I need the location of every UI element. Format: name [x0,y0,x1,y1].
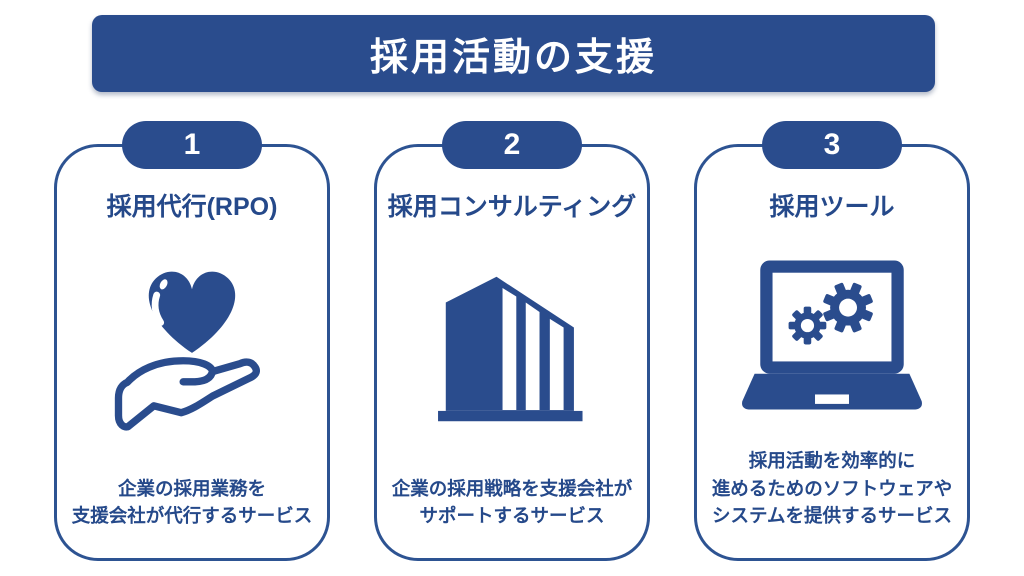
card-title-consulting: 採用コンサルティング [387,193,637,221]
card-description-rpo: 企業の採用業務を 支援会社が代行するサービス [71,477,313,527]
card-description-consulting: 企業の採用戦略を支援会社が サポートするサービス [391,477,633,527]
step-number: 3 [823,128,841,161]
large-gear-icon [823,282,873,333]
step-badge-2: 2 [442,121,582,169]
card-title-rpo: 採用代行(RPO) [106,193,278,221]
small-gear-icon [788,306,827,345]
card-title-tools: 採用ツール [769,193,895,221]
card-rpo: 1 採用代行(RPO) 企業の採用業務を 支援会社が代行するサービス [54,121,330,561]
header-banner: 採用活動の支援 [92,15,935,92]
step-number: 1 [183,128,201,161]
building-icon [438,276,583,421]
step-badge-3: 3 [762,121,902,169]
card-consulting: 2 採用コンサルティング 企業の採用戦略を支援会社が サポートするサービス [374,121,650,561]
card-description-tools: 採用活動を効率的に 進めるためのソフトウェアや システムを提供するサービス [711,449,953,527]
page-title: 採用活動の支援 [369,37,657,79]
card-tools: 3 採用ツール [694,121,970,561]
laptop-gears-icon [742,260,922,410]
step-number: 2 [503,128,521,161]
step-badge-1: 1 [122,121,262,169]
heart-in-hand-icon [114,271,260,431]
